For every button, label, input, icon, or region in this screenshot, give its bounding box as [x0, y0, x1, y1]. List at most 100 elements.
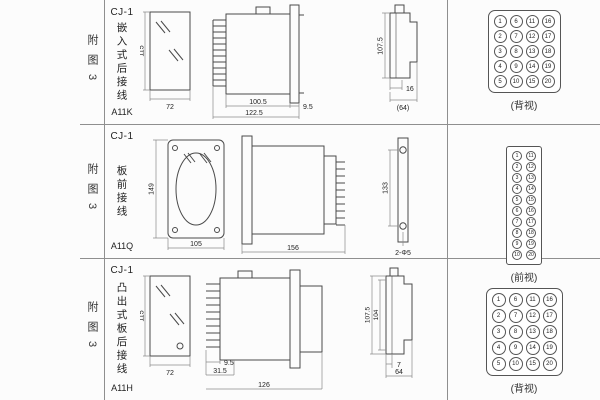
terminal-number: 13 — [526, 173, 536, 183]
technical-drawing-a11k: 115 72 100.5 122.5 9.5 107.5 16 (64) — [140, 4, 418, 119]
terminal-number: 17 — [526, 217, 536, 227]
terminal-number: 8 — [509, 45, 523, 58]
drawing-cell: 115 72 9.5 31.5 126 107.5 104 7 64 — [140, 258, 447, 400]
terminal-number: 19 — [542, 341, 557, 355]
terminal-number: 19 — [541, 60, 555, 73]
terminal-number: 20 — [541, 75, 555, 88]
technical-drawing-a11h: 115 72 9.5 31.5 126 107.5 104 7 64 — [140, 267, 413, 390]
dim-front-width: 105 — [190, 241, 202, 248]
figure-number-cell: 附图3 — [80, 124, 104, 258]
terminal-number: 15 — [525, 357, 540, 371]
model-name: CJ-1 — [110, 265, 134, 276]
terminal-number: 20 — [542, 357, 557, 371]
dim-front-height: 115 — [140, 45, 146, 56]
figure-number-cell: 附图3 — [80, 258, 104, 400]
dim-panel-h2: 104 — [373, 309, 380, 320]
terminal-number: 3 — [491, 325, 506, 339]
terminal-number: 13 — [525, 325, 540, 339]
variant-code: A11K — [111, 107, 133, 117]
terminal-number: 11 — [525, 293, 540, 307]
terminal-number: 8 — [508, 325, 523, 339]
dim-panel-h1: 107.5 — [365, 306, 372, 323]
dim-panel-w2: 64 — [395, 369, 403, 376]
terminal-number: 19 — [526, 239, 536, 249]
terminal-number: 14 — [525, 341, 540, 355]
dim-panel-w1: 7 — [397, 362, 401, 369]
front-view — [167, 139, 225, 239]
terminal-number: 10 — [509, 75, 523, 88]
terminal-number: 16 — [542, 293, 557, 307]
figure-number: 附图3 — [86, 34, 98, 90]
terminal-number: 8 — [512, 228, 522, 238]
drawing-cell: 149 105 156 133 2-Φ5 — [140, 124, 447, 258]
terminal-number: 11 — [526, 151, 536, 161]
terminal-number: 14 — [526, 184, 536, 194]
row-a11h: 附图3 CJ-1 凸出式板后接线 A11H — [0, 258, 600, 400]
mount-type: 板前接线 — [115, 164, 128, 219]
terminal-number: 15 — [525, 75, 539, 88]
dimension-lines — [143, 11, 418, 119]
variant-cell: CJ-1 板前接线 A11Q — [105, 124, 139, 258]
view-caption: (背视) — [510, 101, 538, 112]
terminal-number: 1 — [491, 293, 506, 307]
model-name: CJ-1 — [110, 7, 134, 18]
mount-type: 嵌入式后接线 — [115, 22, 128, 103]
dim-front-width: 72 — [166, 104, 174, 111]
technical-drawing-a11q: 149 105 156 133 2-Φ5 — [149, 135, 411, 257]
terminal-number: 4 — [512, 184, 522, 194]
dim-front-height: 115 — [140, 310, 146, 321]
terminal-number: 16 — [541, 15, 555, 28]
terminal-number: 14 — [525, 60, 539, 73]
terminal-number: 2 — [493, 30, 507, 43]
dim-panel-height: 107.5 — [378, 37, 385, 55]
dim-front-height: 149 — [149, 183, 156, 195]
dim-panel-w2: (64) — [397, 105, 409, 112]
front-view — [149, 275, 191, 357]
panel-cutout-view — [385, 267, 413, 355]
terminal-number: 2 — [491, 309, 506, 323]
terminal-number: 9 — [509, 60, 523, 73]
terminal-number: 5 — [491, 357, 506, 371]
terminal-number: 10 — [512, 250, 522, 260]
dimension-lines — [153, 139, 404, 254]
terminal-number: 1 — [493, 15, 507, 28]
terminal-number: 16 — [526, 206, 536, 216]
terminal-number: 12 — [525, 30, 539, 43]
terminal-number: 3 — [512, 173, 522, 183]
terminal-number: 9 — [508, 341, 523, 355]
panel-cutout-view — [389, 4, 418, 79]
terminal-number: 18 — [541, 45, 555, 58]
dim-flange: 9.5 — [303, 104, 313, 111]
terminal-number: 5 — [512, 195, 522, 205]
side-view — [241, 135, 345, 245]
dim-panel-w1: 16 — [406, 86, 414, 93]
dim-hole-note: 2-Φ5 — [395, 250, 411, 257]
side-view — [206, 269, 323, 369]
terminal-number: 17 — [542, 309, 557, 323]
variant-cell: CJ-1 嵌入式后接线 A11K — [105, 0, 139, 124]
dimension-labels: 115 72 100.5 122.5 9.5 107.5 16 (64) — [140, 37, 414, 117]
column-divider — [447, 0, 448, 400]
drawing-cell: 115 72 100.5 122.5 9.5 107.5 16 (64) — [140, 0, 447, 124]
side-view — [212, 4, 304, 104]
variant-cell: CJ-1 凸出式板后接线 A11H — [105, 258, 139, 400]
dimension-labels: 115 72 9.5 31.5 126 107.5 104 7 64 — [140, 306, 403, 389]
terminal-number: 3 — [493, 45, 507, 58]
terminal-number: 2 — [512, 162, 522, 172]
terminal-number: 15 — [526, 195, 536, 205]
variant-code: A11H — [111, 383, 133, 393]
dim-hole-span: 133 — [383, 182, 390, 194]
terminal-number: 7 — [508, 309, 523, 323]
terminal-number: 1 — [512, 151, 522, 161]
terminal-number: 6 — [509, 15, 523, 28]
terminal-number: 5 — [493, 75, 507, 88]
terminal-number: 11 — [525, 15, 539, 28]
figure-number: 附图3 — [86, 301, 98, 357]
view-caption: (前视) — [510, 273, 538, 284]
